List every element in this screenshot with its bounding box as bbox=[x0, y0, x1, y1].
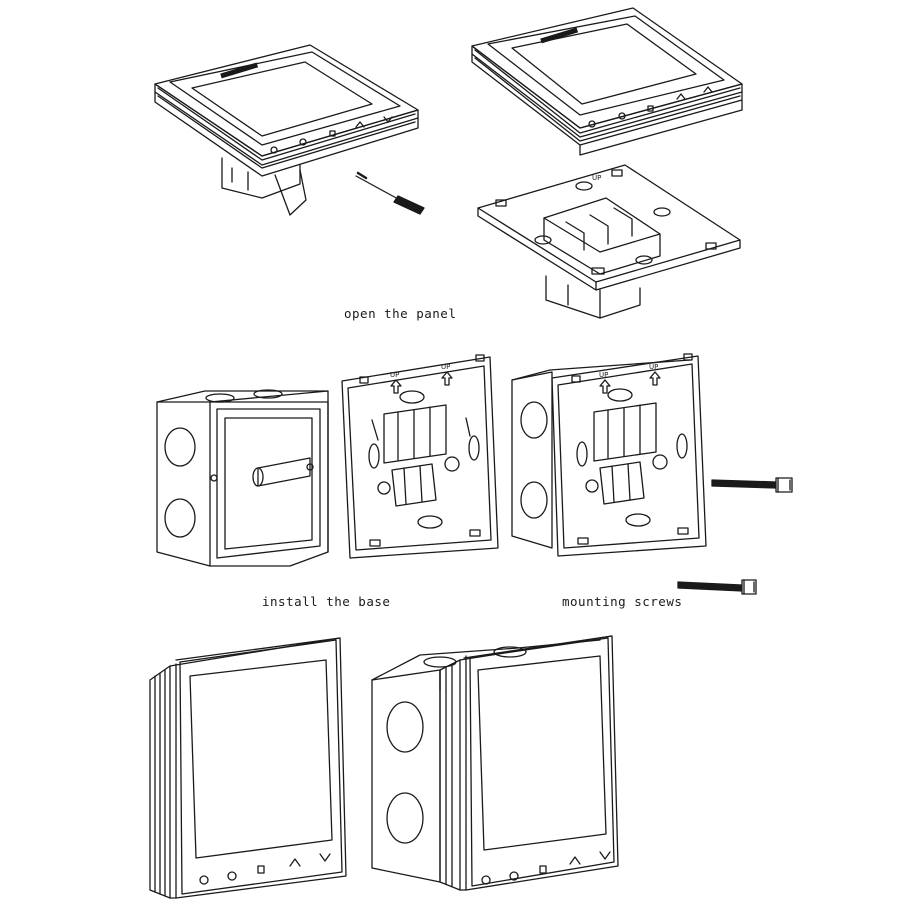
chevron-up-icon bbox=[355, 121, 365, 128]
clock-icon bbox=[509, 871, 519, 881]
finished-panel-front bbox=[149, 637, 347, 899]
knockout-hole bbox=[164, 498, 196, 538]
chevron-up-icon bbox=[289, 858, 301, 867]
clock-icon bbox=[299, 138, 307, 146]
step1-separated-panel bbox=[471, 7, 743, 156]
mounting-screw bbox=[711, 477, 793, 493]
junction-box bbox=[156, 389, 329, 567]
knockout-hole bbox=[520, 481, 548, 519]
up-label: UP bbox=[599, 371, 608, 379]
chevron-down-icon bbox=[599, 851, 611, 860]
knockout-hole bbox=[386, 792, 424, 844]
menu-icon bbox=[539, 865, 547, 874]
finished-panel-with-box bbox=[371, 635, 619, 891]
display-window bbox=[191, 61, 373, 137]
knockout-hole bbox=[386, 701, 424, 753]
knockout-hole bbox=[164, 427, 196, 467]
up-arrow-icon bbox=[599, 379, 611, 394]
mounting-plate: UP UP bbox=[341, 354, 499, 559]
panel-top-face bbox=[471, 7, 743, 129]
clock-icon bbox=[618, 112, 626, 120]
assembled-box-plate: UP UP bbox=[511, 353, 707, 557]
brand-logo bbox=[540, 27, 579, 44]
menu-icon bbox=[329, 130, 336, 137]
display-window bbox=[477, 655, 607, 851]
caption-open-panel: open the panel bbox=[344, 306, 457, 321]
chevron-down-icon bbox=[703, 86, 713, 93]
screwdriver bbox=[355, 171, 425, 215]
up-arrow-icon bbox=[390, 379, 402, 394]
menu-icon bbox=[257, 865, 265, 874]
panel-top-face bbox=[154, 44, 419, 157]
menu-icon bbox=[647, 105, 654, 112]
brand-logo bbox=[220, 62, 259, 79]
step1-panel-with-screwdriver bbox=[154, 44, 425, 216]
chevron-up-icon bbox=[569, 856, 581, 865]
knockout-hole bbox=[520, 401, 548, 439]
up-label: UP bbox=[649, 363, 658, 371]
caption-mounting-screws: mounting screws bbox=[562, 594, 683, 609]
power-icon bbox=[270, 146, 278, 154]
caption-install-base: install the base bbox=[262, 594, 391, 609]
up-arrow-icon bbox=[441, 371, 453, 386]
up-label: UP bbox=[592, 174, 601, 182]
clock-icon bbox=[227, 871, 237, 881]
up-label: UP bbox=[441, 363, 450, 371]
up-label: UP bbox=[390, 371, 399, 379]
display-window bbox=[511, 23, 697, 105]
power-icon bbox=[199, 875, 209, 885]
chevron-down-icon bbox=[319, 853, 331, 862]
chevron-down-icon bbox=[383, 116, 393, 123]
up-arrow-icon bbox=[649, 371, 661, 386]
power-icon bbox=[588, 120, 596, 128]
step1-base-plate: UP bbox=[477, 164, 741, 319]
chevron-up-icon bbox=[676, 93, 686, 100]
mounting-screw bbox=[677, 579, 757, 595]
display-window bbox=[189, 659, 333, 859]
power-icon bbox=[481, 875, 491, 885]
